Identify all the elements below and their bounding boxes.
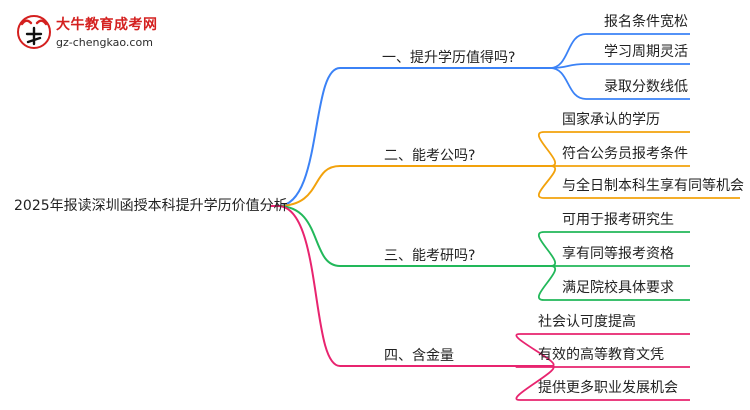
child-connector (537, 165, 740, 199)
child-connector (515, 333, 690, 367)
leaf-node: 录取分数线低 (604, 79, 688, 95)
branch-node-1: 一、提升学历值得吗? (382, 50, 516, 66)
branch-node-3: 三、能考研吗? (384, 248, 476, 264)
leaf-node: 提供更多职业发展机会 (538, 380, 678, 396)
branch-connector-1 (277, 67, 550, 207)
branch-node-2: 二、能考公吗? (384, 148, 476, 164)
root-node: 2025年报读深圳函授本科提升学历价值分析 (14, 198, 288, 214)
leaf-node: 国家承认的学历 (562, 112, 660, 128)
branch-connector-4 (277, 205, 550, 367)
bull-logo-icon (17, 15, 51, 49)
leaf-node: 满足院校具体要求 (562, 280, 674, 296)
leaf-node: 学习周期灵活 (604, 44, 688, 60)
site-url: gz-chengkao.com (56, 36, 153, 49)
child-connector (537, 231, 690, 267)
branch-connector-3 (277, 205, 550, 267)
leaf-node: 享有同等报考资格 (562, 246, 674, 262)
leaf-node: 符合公务员报考条件 (562, 146, 688, 162)
child-connector (515, 365, 690, 401)
branch-connector-2 (277, 165, 550, 207)
child-connector (549, 67, 690, 100)
leaf-node: 有效的高等教育文凭 (538, 347, 664, 363)
child-connector (549, 33, 690, 69)
child-connector (549, 63, 690, 69)
leaf-node: 社会认可度提高 (538, 314, 636, 330)
leaf-node: 报名条件宽松 (604, 14, 688, 30)
site-logo[interactable]: 大牛教育成考网 gz-chengkao.com (16, 12, 176, 56)
site-name: 大牛教育成考网 (56, 17, 158, 33)
branch-node-4: 四、含金量 (384, 348, 454, 364)
child-connector (537, 265, 690, 301)
leaf-node: 与全日制本科生享有同等机会 (562, 178, 744, 194)
child-connector (537, 131, 690, 167)
child-connector (515, 365, 690, 368)
leaf-node: 可用于报考研究生 (562, 212, 674, 228)
